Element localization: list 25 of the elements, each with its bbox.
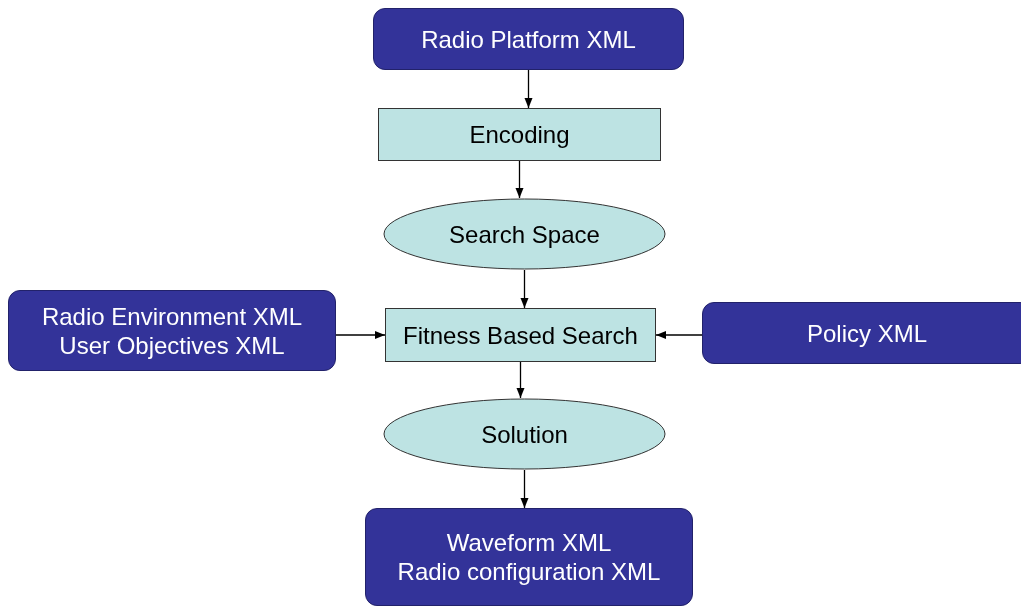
- process-box: [378, 108, 661, 161]
- arrow: [520, 269, 529, 309]
- arrow: [516, 361, 525, 399]
- node-label: Radio configuration XML: [397, 557, 661, 586]
- ellipse-node: [383, 198, 666, 270]
- node-label: Fitness Based Search: [403, 320, 638, 350]
- ellipse-node: [383, 398, 666, 470]
- node-label: Solution: [481, 419, 568, 449]
- node-label: Waveform XML: [446, 528, 612, 557]
- node-label: Radio Environment XML: [41, 301, 303, 331]
- rounded-box: [365, 508, 693, 606]
- arrow: [655, 331, 703, 339]
- node-label: User Objectives XML: [59, 330, 285, 360]
- node-label: Radio Platform XML: [421, 24, 636, 54]
- rounded-box: [702, 302, 1021, 364]
- arrow: [524, 69, 533, 109]
- rounded-box: [8, 290, 336, 371]
- arrow: [335, 331, 386, 339]
- node-label: Policy XML: [806, 318, 927, 348]
- arrow: [520, 469, 529, 509]
- rounded-box: [373, 8, 684, 70]
- process-box: [385, 308, 656, 362]
- node-label: Encoding: [469, 120, 570, 149]
- node-label: Search Space: [449, 219, 600, 249]
- arrow: [515, 160, 524, 199]
